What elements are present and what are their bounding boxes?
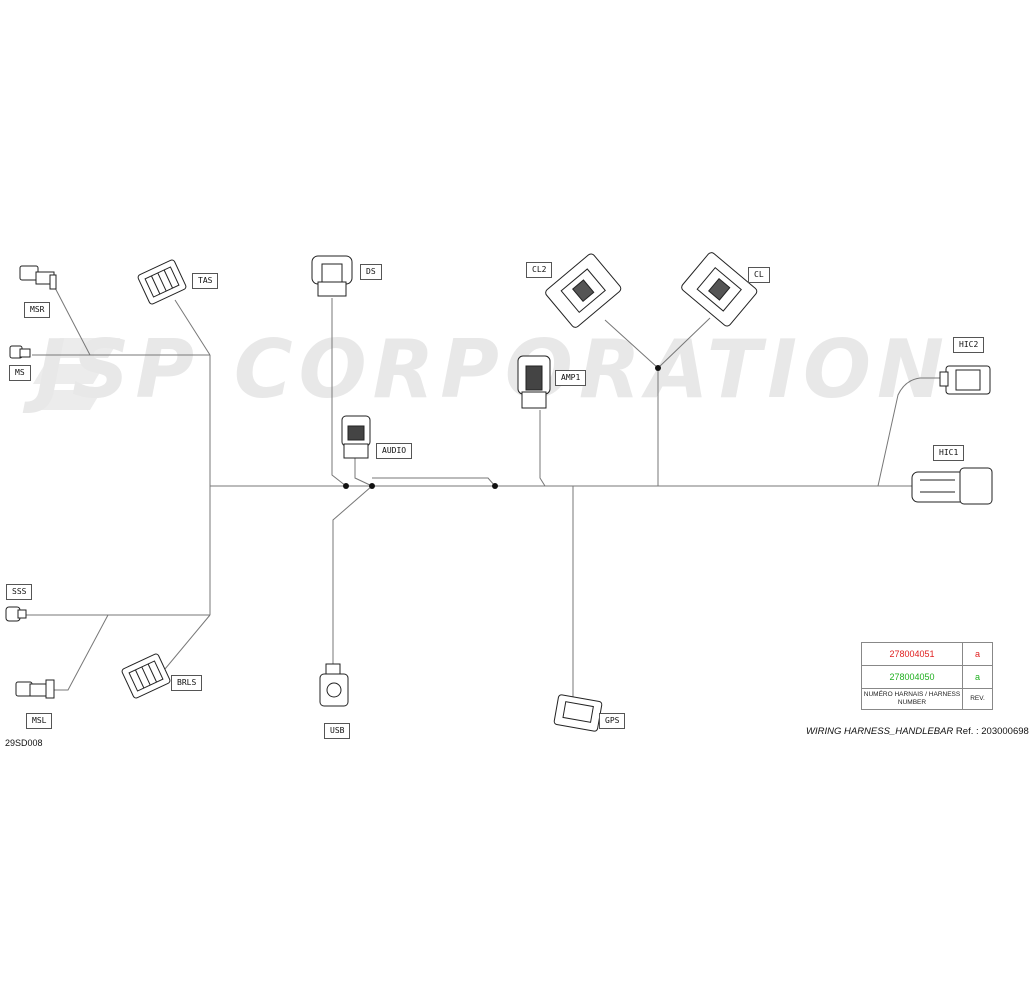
label-hic1: HIC1 xyxy=(933,445,965,461)
label-sss: SSS xyxy=(6,584,33,600)
hic1-connector-icon xyxy=(911,467,993,505)
label-amp1: AMP1 xyxy=(555,370,587,386)
amp1-connector-icon xyxy=(517,355,551,409)
revision-row: 278004050 a xyxy=(861,665,993,689)
label-cl: CL xyxy=(748,267,770,283)
label-gps: GPS xyxy=(599,713,626,729)
label-msl: MSL xyxy=(26,713,53,729)
reference-line: WIRING HARNESS_HANDLEBAR Ref. : 20300069… xyxy=(806,726,1029,737)
audio-wire-2 xyxy=(372,477,496,487)
label-brls: BRLS xyxy=(171,675,203,691)
label-usb: USB xyxy=(324,723,351,739)
brls-wire xyxy=(159,614,211,676)
splice-dot xyxy=(369,483,375,489)
hic2-connector-icon xyxy=(939,365,991,395)
revision-row: 278004051 a xyxy=(861,642,993,666)
wiring-diagram: JSP CORPORATION xyxy=(5,252,1029,748)
ds-wire xyxy=(331,298,347,487)
harness-rev: a xyxy=(962,665,993,689)
revision-header-row: NUMÉRO HARNAIS / HARNESS NUMBER REV. xyxy=(861,688,993,710)
label-cl2: CL2 xyxy=(526,262,553,278)
ref-number: 203000698 xyxy=(981,726,1029,737)
label-audio: AUDIO xyxy=(376,443,413,459)
harness-rev: a xyxy=(962,642,993,666)
cl2-connector-icon xyxy=(545,253,622,328)
connectors xyxy=(5,252,993,732)
msl-connector-icon xyxy=(15,679,55,699)
audio-connector-icon xyxy=(341,415,371,459)
cl2-wire xyxy=(604,319,659,369)
rev-header: REV. xyxy=(962,688,993,710)
ref-label: Ref. : xyxy=(955,726,979,737)
sss-connector-icon xyxy=(5,606,27,622)
hic2-wire xyxy=(877,377,945,487)
tas-wire xyxy=(174,299,211,356)
label-ms: MS xyxy=(9,365,31,381)
diagram-part-number: 29SD008 xyxy=(5,738,43,748)
harness-number-header: NUMÉRO HARNAIS / HARNESS NUMBER xyxy=(861,688,963,710)
label-msr: MSR xyxy=(24,302,51,318)
label-hic2: HIC2 xyxy=(953,337,985,353)
tas-connector-icon xyxy=(137,259,187,305)
msr-wire xyxy=(51,281,91,356)
ds-connector-icon xyxy=(311,255,353,297)
cl-connector-icon xyxy=(681,252,758,327)
splice-dot xyxy=(343,483,349,489)
label-ds: DS xyxy=(360,264,382,280)
ms-connector-icon xyxy=(9,345,31,359)
label-tas: TAS xyxy=(192,273,219,289)
cl-wire xyxy=(657,317,711,369)
splice-dot xyxy=(492,483,498,489)
msl-wire xyxy=(52,614,109,691)
harness-number: 278004050 xyxy=(861,665,963,689)
msr-connector-icon xyxy=(19,265,57,290)
harness-title: WIRING HARNESS_HANDLEBAR xyxy=(806,726,954,737)
amp1-wire xyxy=(539,410,546,487)
watermark-logo-icon xyxy=(30,338,120,410)
splice-dot xyxy=(655,365,661,371)
harness-number: 278004051 xyxy=(861,642,963,666)
usb-connector-icon xyxy=(319,663,349,707)
gps-connector-icon xyxy=(553,694,603,732)
brls-connector-icon xyxy=(121,653,171,699)
usb-wire xyxy=(332,485,373,665)
revision-table: 278004051 a 278004050 a NUMÉRO HARNAIS /… xyxy=(861,642,993,710)
